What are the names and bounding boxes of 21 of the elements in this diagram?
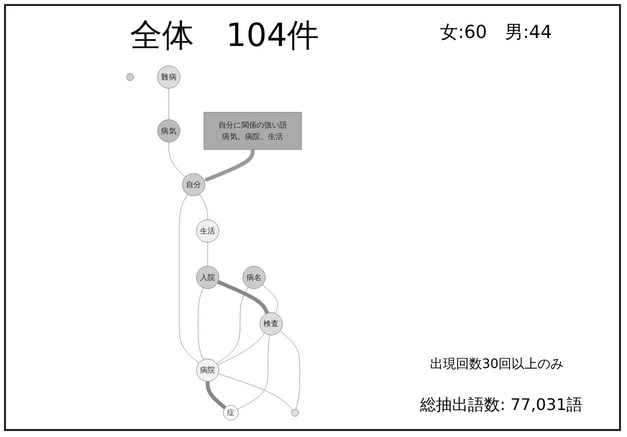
- node-circle: [126, 73, 134, 81]
- connector: [217, 280, 269, 314]
- connector: [199, 194, 208, 220]
- connector: [179, 194, 200, 364]
- connector: [217, 332, 265, 366]
- connector: [237, 334, 270, 410]
- connector: [168, 88, 170, 120]
- connector: [218, 374, 293, 410]
- arrow: [204, 150, 255, 182]
- gender-count: 女:60 男:44: [440, 21, 552, 44]
- title: 全体 104件: [130, 15, 320, 56]
- connector: [168, 142, 186, 178]
- connector: [206, 381, 226, 410]
- connector: [198, 288, 204, 360]
- connector: [280, 330, 300, 410]
- total-word-count: 総抽出語数: 77,031語: [420, 395, 582, 416]
- node-circle: [291, 408, 299, 417]
- connector: [207, 242, 208, 266]
- connector: [262, 284, 278, 314]
- note: 出現回数30回以上のみ: [430, 356, 564, 373]
- connector: [216, 286, 248, 364]
